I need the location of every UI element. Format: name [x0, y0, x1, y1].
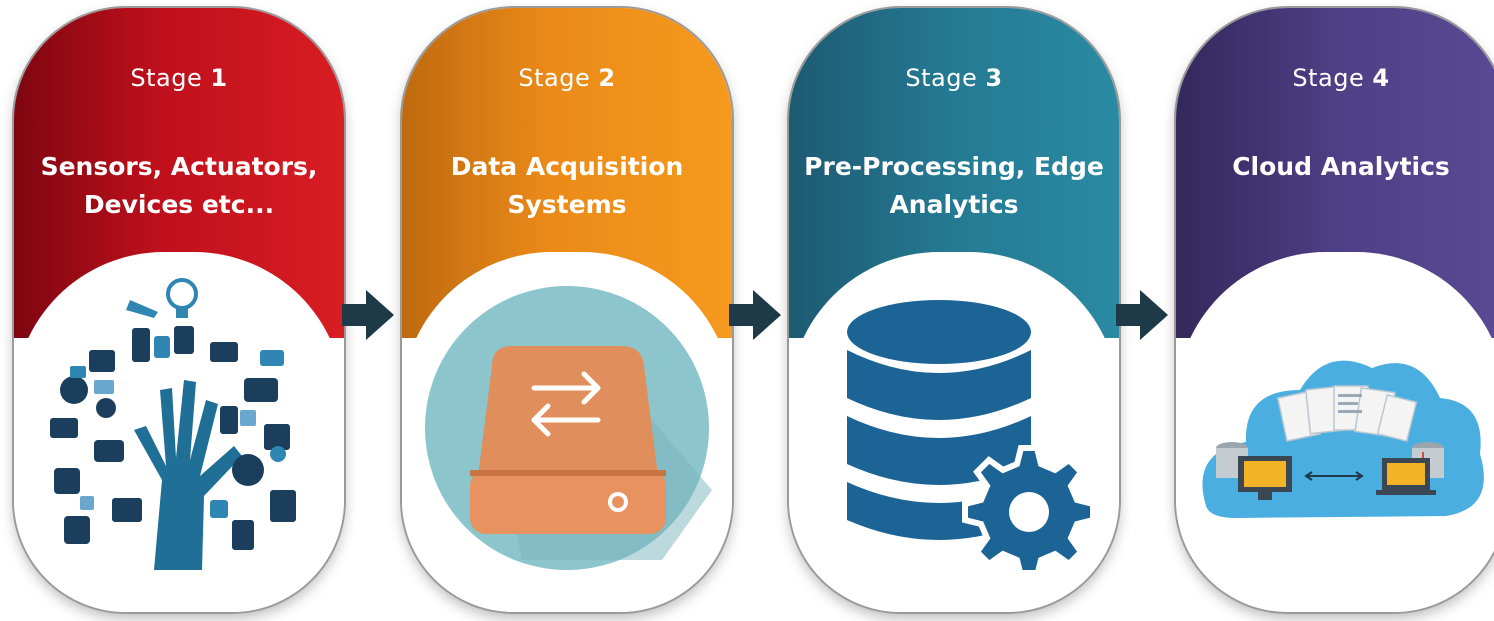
data-transfer-drive-icon: [425, 286, 712, 570]
stage-1-label: Stage 1: [130, 64, 228, 92]
database-gear-icon: [847, 300, 1096, 570]
stage-4-card: Stage 4 Cloud Analytics: [1176, 8, 1494, 612]
cloud-analytics-icon: [1202, 360, 1484, 518]
stage-1-card: Stage 1 Sensors, Actuators,Devices etc..…: [14, 8, 344, 612]
stage-2-label: Stage 2: [518, 64, 616, 92]
stage-4-label: Stage 4: [1292, 64, 1390, 92]
stage-4-title: Cloud Analytics: [1232, 152, 1450, 181]
iot-devices-tree-icon: [50, 278, 296, 570]
stage-1-title: Sensors, Actuators,Devices etc...: [40, 152, 318, 219]
right-arrow-icon: [342, 290, 394, 340]
right-arrow-icon: [1116, 290, 1168, 340]
right-arrow-icon: [729, 290, 781, 340]
stage-3-label: Stage 3: [905, 64, 1003, 92]
